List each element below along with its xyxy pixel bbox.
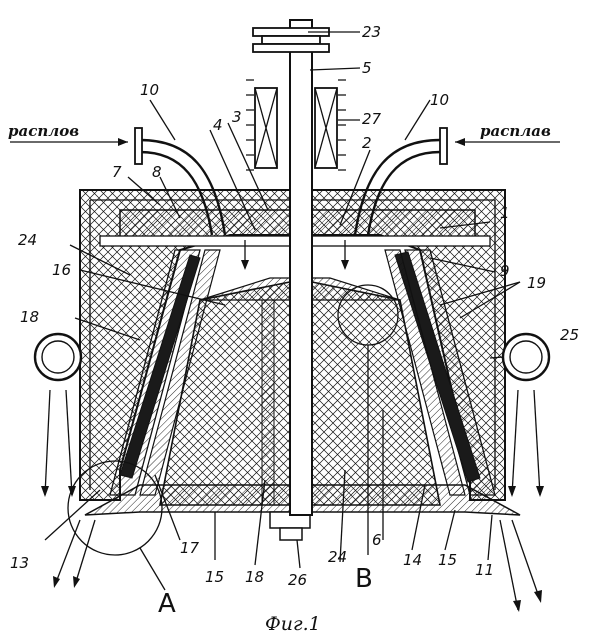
part-number: 17 (180, 539, 200, 557)
part-number: 19 (527, 274, 546, 292)
part-number: 16 (52, 261, 71, 279)
part-number: 18 (245, 568, 264, 586)
part-number: 25 (560, 326, 579, 344)
part-number: 10 (430, 91, 449, 109)
detail-mark-b: В (355, 564, 373, 594)
inlet-right-label: расплав (480, 122, 551, 140)
part-number: 6 (372, 531, 382, 549)
part-number: 1 (500, 204, 510, 222)
part-number: 9 (500, 262, 510, 280)
part-number: 13 (10, 554, 29, 572)
part-number: 27 (362, 110, 382, 128)
part-number: 2 (362, 134, 372, 152)
part-number: 15 (438, 551, 457, 569)
part-number: 3 (232, 108, 242, 126)
part-number: 10 (140, 81, 159, 99)
part-number: 7 (112, 163, 122, 181)
part-number: 8 (152, 163, 162, 181)
part-number: 24 (328, 548, 347, 566)
part-number: 11 (475, 561, 494, 579)
inlet-left-label: расплов (8, 122, 79, 140)
figure-caption: Фиг.1 (265, 613, 321, 635)
detail-mark-a: А (158, 589, 176, 619)
part-number: 14 (403, 551, 422, 569)
part-number: 24 (18, 231, 37, 249)
central-shaft (290, 20, 312, 515)
part-number: 23 (362, 23, 381, 41)
part-number: 5 (362, 59, 372, 77)
part-number: 4 (213, 116, 223, 134)
part-number: 15 (205, 568, 224, 586)
part-number: 18 (20, 308, 39, 326)
part-number: 26 (288, 571, 307, 589)
